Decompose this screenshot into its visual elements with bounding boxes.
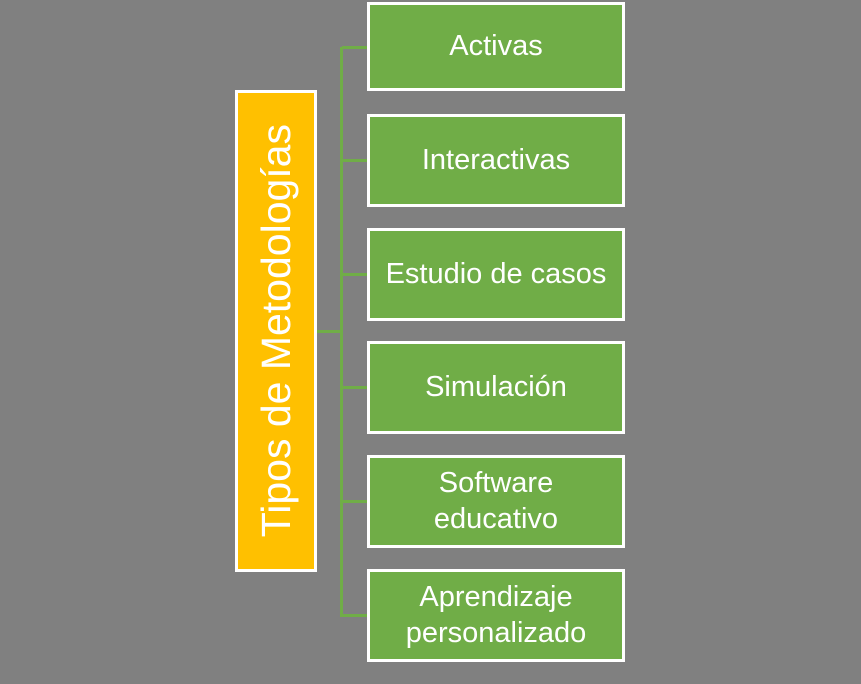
root-node-label: Tipos de Metodologías [252, 124, 299, 538]
connector-branch-estudio [342, 273, 367, 276]
connector-spine [340, 47, 343, 617]
child-node-label: Aprendizaje personalizado [405, 581, 587, 649]
child-node-label: Estudio de casos [385, 257, 607, 290]
child-node-label: Interactivas [421, 143, 571, 176]
child-node-estudio-de-casos: Estudio de casos [367, 228, 625, 321]
child-node-label: Simulación [425, 370, 567, 403]
child-node-interactivas: Interactivas [367, 114, 625, 207]
child-node-label: Activas [449, 29, 543, 62]
connector-branch-software [342, 500, 367, 503]
root-node-tipos-de-metodologias: Tipos de Metodologías [235, 90, 317, 572]
child-node-label: Software educativo [433, 467, 559, 535]
child-node-simulacion: Simulación [367, 341, 625, 434]
connector-branch-aprendizaje [342, 614, 367, 617]
connector-branch-activas [342, 46, 367, 49]
child-node-software-educativo: Software educativo [367, 455, 625, 548]
child-node-aprendizaje-personalizado: Aprendizaje personalizado [367, 569, 625, 662]
connector-root-stub [317, 330, 341, 333]
child-node-activas: Activas [367, 2, 625, 91]
connector-branch-simulacion [342, 386, 367, 389]
connector-branch-interactivas [342, 159, 367, 162]
